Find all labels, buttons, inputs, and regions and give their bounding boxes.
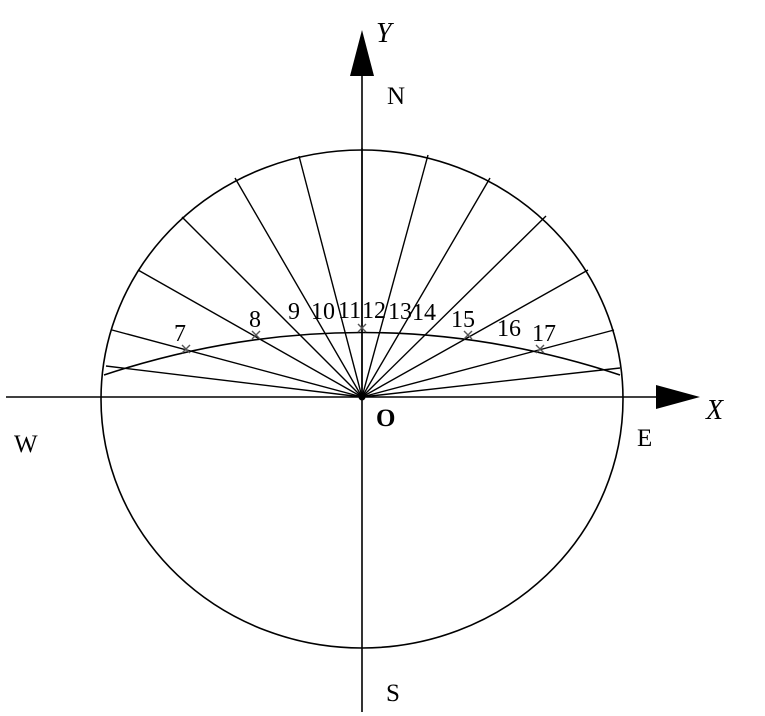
hour-ray	[181, 216, 363, 398]
hour-ray	[361, 367, 621, 398]
y-axis-label: Y	[376, 18, 395, 49]
hour-label-17: 17	[532, 321, 556, 347]
north-label: N	[387, 83, 405, 110]
hour-marker	[535, 344, 545, 354]
hour-markers	[181, 323, 545, 354]
hour-label-12: 12	[362, 298, 386, 324]
hour-label-13: 13	[388, 299, 412, 325]
hour-marker	[357, 323, 367, 333]
hour-ray	[361, 329, 615, 398]
hour-ray	[137, 269, 363, 398]
east-label: E	[637, 425, 652, 452]
x-axis-label: X	[705, 395, 724, 426]
hour-ray	[111, 329, 363, 398]
west-label: W	[14, 431, 38, 458]
hour-label-9: 9	[288, 299, 300, 325]
hour-ray	[105, 365, 363, 398]
hour-label-16: 16	[497, 316, 521, 342]
hour-ray	[234, 177, 363, 398]
hour-ray	[361, 215, 547, 398]
origin-label: O	[376, 405, 395, 432]
hour-ray	[361, 154, 429, 398]
hour-marker	[181, 344, 191, 354]
hour-label-8: 8	[249, 307, 261, 333]
hour-label-7: 7	[174, 321, 186, 347]
hour-ray	[298, 155, 363, 398]
south-label: S	[386, 680, 400, 707]
origin-point	[358, 393, 366, 401]
hour-marker	[463, 330, 473, 340]
hour-rays	[105, 148, 621, 398]
hour-ray	[361, 269, 589, 398]
x-axis-arrowhead	[656, 385, 700, 409]
hour-label-10: 10	[311, 299, 335, 325]
hour-marker	[251, 330, 261, 340]
hour-label-15: 15	[451, 307, 475, 333]
hour-ray	[361, 177, 491, 398]
hour-label-14: 14	[412, 300, 436, 326]
hour-label-11: 11	[338, 298, 361, 324]
y-axis-arrowhead	[350, 30, 374, 76]
